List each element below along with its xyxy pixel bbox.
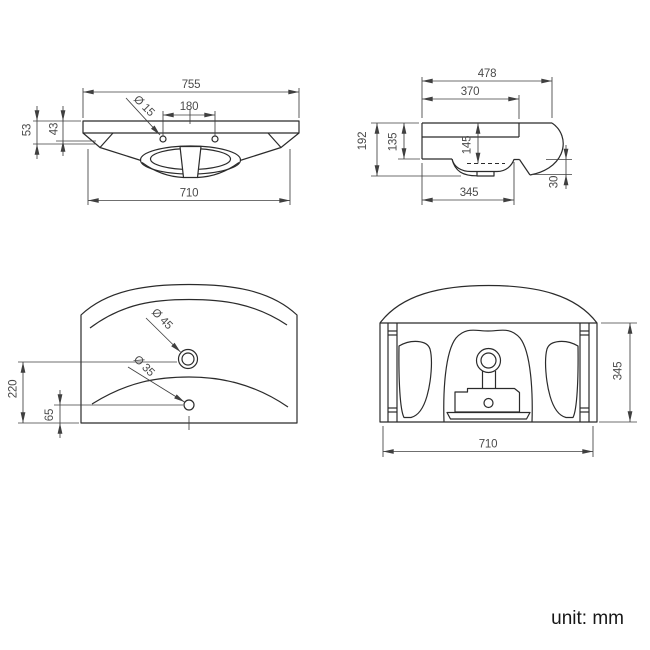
view-underside: 345 710 [379, 284, 637, 457]
dim-deck-depth: 370 [461, 86, 480, 98]
dim-tap-hole-diameter: Ø 15 [131, 94, 157, 120]
basin-outline [80, 283, 298, 424]
leader-line [125, 97, 161, 136]
unit-label: unit: mm [551, 608, 624, 629]
dim-overall-height: 192 [357, 132, 369, 151]
bowl-bottom-left-curve [141, 162, 184, 179]
tap-hole [183, 399, 195, 411]
dim-underside-width: 710 [479, 439, 498, 451]
drain-hole-inner [181, 352, 195, 366]
view-front-elevation: 755 180 Ø 15 53 43 710 [22, 79, 300, 205]
bowl-edge-arc [91, 376, 289, 408]
tap-hole-left [159, 135, 167, 143]
leader-label-group: Ø 45 [149, 307, 175, 333]
overflow-hole [483, 397, 494, 409]
drain-column [179, 145, 202, 179]
dim-body-width: 710 [180, 188, 199, 200]
dim-tap-hole-offset: 65 [44, 409, 56, 421]
tap-hole-right [211, 135, 219, 143]
base-foot-strip [446, 411, 531, 420]
bowl-to-lip-edge [519, 159, 531, 176]
view-plan: 220 65 Ø 45 Ø 35 [8, 283, 298, 438]
dim-edge-height-inner: 43 [49, 123, 61, 135]
left-edge-bevel [82, 132, 114, 149]
dim-tap-hole-spacing: 180 [180, 101, 199, 113]
dim-overall-width: 755 [182, 79, 201, 91]
leader-label-group: Ø 35 [131, 354, 157, 380]
drain-boss-inner [480, 352, 497, 369]
dim-underside-depth: 345 [613, 362, 625, 381]
right-underside-slope [239, 146, 282, 162]
dim-base-depth: 345 [460, 187, 479, 199]
bowl-dome-outline [443, 329, 533, 423]
body-outline [379, 284, 598, 423]
leader-line [127, 366, 185, 403]
drain-stub [476, 171, 495, 177]
bowl-bottom-right-curve [197, 162, 240, 179]
bowl-shell-curve [451, 158, 478, 177]
inner-rim-arc [89, 298, 288, 329]
view-side-section: 478 370 192 135 145 345 30 [357, 68, 572, 205]
leader-line [145, 317, 181, 353]
left-rib-pocket [398, 340, 433, 419]
dim-front-lip-drop: 30 [549, 176, 561, 188]
dim-edge-height-outer: 53 [22, 124, 34, 136]
leader-label-group: Ø 15 [131, 94, 157, 120]
deck-slab [82, 120, 300, 134]
drain-hole-outer [177, 348, 199, 370]
front-bullnose-curve [529, 122, 564, 176]
dim-bowl-depth: 145 [462, 136, 474, 155]
left-underside-slope [99, 146, 142, 162]
dim-plan-tap-hole-diameter: Ø 35 [131, 354, 157, 380]
dim-back-height: 135 [388, 133, 400, 152]
right-rib-pocket [544, 340, 579, 419]
bowl-section [451, 158, 520, 173]
right-edge-bevel [267, 132, 300, 149]
dim-drain-hole-diameter: Ø 45 [149, 307, 175, 333]
drain-boss-outer [475, 347, 502, 374]
dim-drain-center-offset: 220 [8, 380, 20, 399]
dim-overall-depth: 478 [478, 68, 497, 80]
